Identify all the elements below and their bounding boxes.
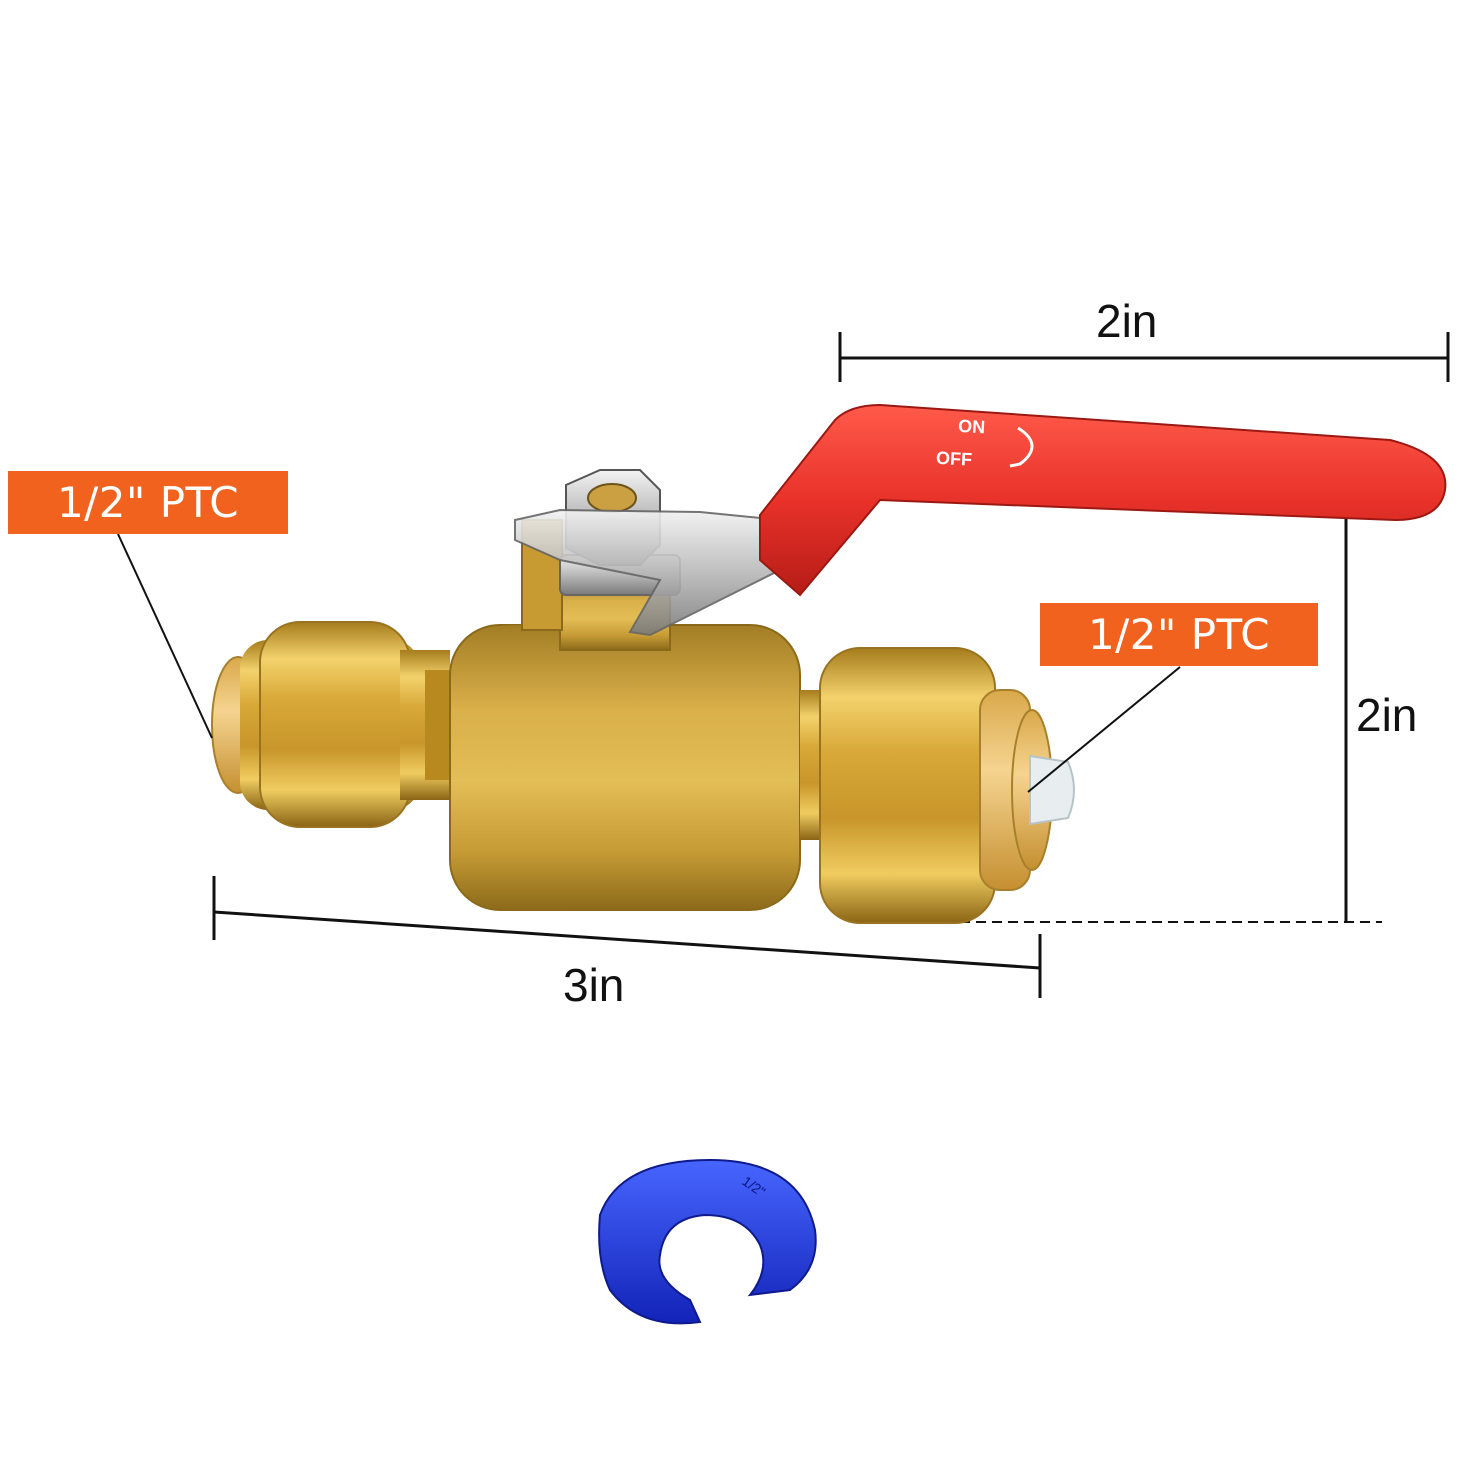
dimension-top-label: 2in xyxy=(1096,295,1158,347)
handle-labels: ON OFF xyxy=(936,416,1034,470)
ball-valve-icon xyxy=(211,403,1447,924)
handle-on-label: ON xyxy=(958,416,986,437)
dimension-bottom-label: 3in xyxy=(563,959,625,1011)
rotation-arrow-icon xyxy=(1009,426,1034,468)
dimension-top xyxy=(838,332,1450,382)
handle-off-label: OFF xyxy=(936,448,973,470)
leader-lines xyxy=(117,533,1181,793)
release-clip-icon: 1/2" xyxy=(598,1158,817,1325)
callout-right: 1/2" PTC xyxy=(1087,610,1271,659)
callout-left: 1/2" PTC xyxy=(56,478,240,527)
dimension-right-label: 2in xyxy=(1356,689,1418,741)
callout-right-bg xyxy=(1040,603,1318,666)
dimension-bottom xyxy=(212,876,1042,998)
callout-left-bg xyxy=(8,471,288,534)
